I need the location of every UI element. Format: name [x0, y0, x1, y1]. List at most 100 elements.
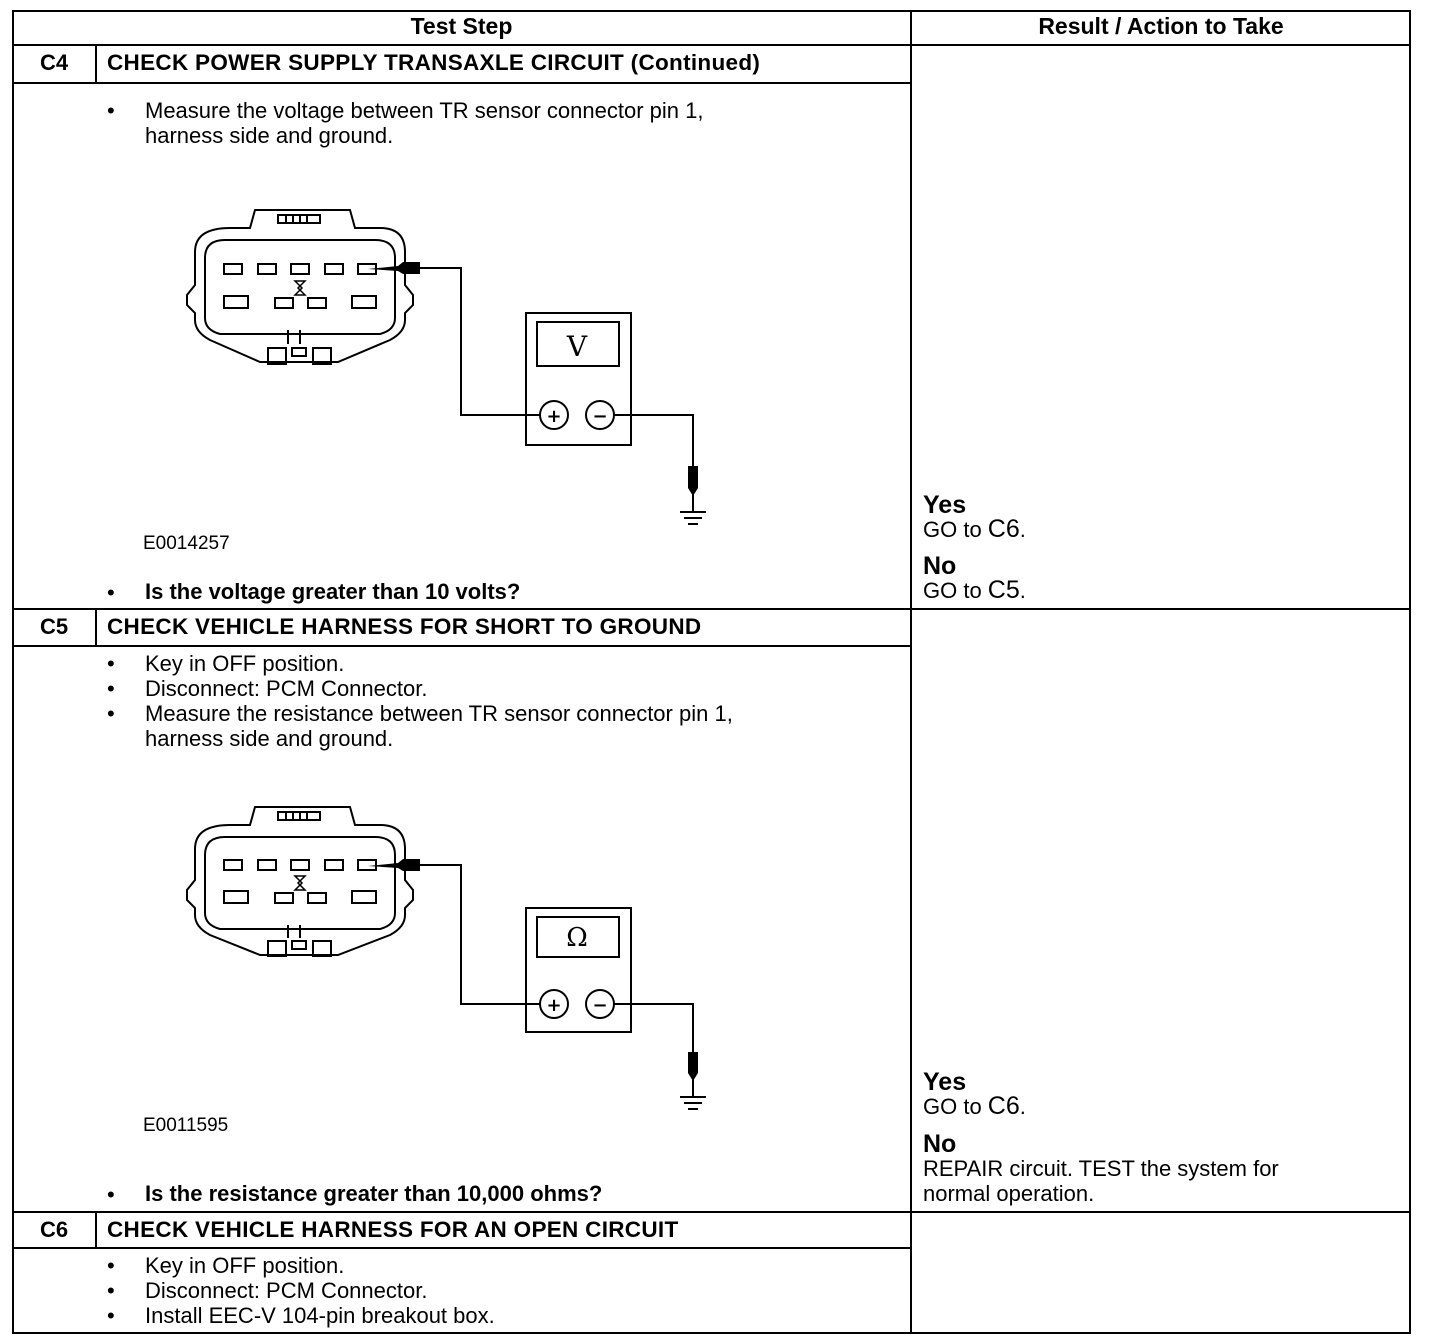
- c4-instruction-line2: harness side and ground.: [145, 123, 394, 148]
- meter-symbol: Ω: [566, 923, 588, 953]
- connector-pin: [223, 859, 243, 871]
- c5-question: Is the resistance greater than 10,000 oh…: [145, 1181, 603, 1206]
- bullet-marker: •: [107, 1182, 115, 1207]
- connector-pin: [290, 859, 310, 871]
- step-id-divider-c6: [95, 1212, 97, 1249]
- probe-tip: [368, 859, 420, 871]
- connector-pin: [257, 263, 277, 275]
- plus-sign: +: [546, 995, 561, 1016]
- bullet-marker: •: [107, 98, 115, 123]
- connector-pin: [257, 859, 277, 871]
- connector-body-outline: [186, 209, 414, 363]
- c5-instruction-3-cont: harness side and ground.: [145, 726, 394, 751]
- connector-tab: [312, 347, 332, 365]
- probe-wire-negative: [614, 414, 694, 470]
- step-id-divider-c5: [95, 609, 97, 647]
- meter-display: [536, 916, 620, 958]
- connector-pin: [290, 263, 310, 275]
- header-test-step: Test Step: [410, 13, 513, 39]
- c5-no-action-line1: REPAIR circuit. TEST the system for: [923, 1156, 1279, 1181]
- column-divider: [910, 10, 912, 1334]
- probe-wire-negative: [614, 1003, 694, 1055]
- c4-no-link[interactable]: C5: [987, 576, 1020, 604]
- meter-display: [536, 321, 620, 367]
- positive-terminal: [539, 989, 569, 1019]
- meter-body: [525, 907, 632, 1033]
- connector-pin: [324, 263, 344, 275]
- bullet-marker: •: [107, 1278, 115, 1303]
- positive-terminal: [539, 400, 569, 430]
- step-title-c4: CHECK POWER SUPPLY TRANSAXLE CIRCUIT (Co…: [107, 50, 761, 75]
- connector-pin: [351, 890, 377, 904]
- c5-yes-label: Yes: [923, 1068, 967, 1096]
- minus-sign: −: [592, 406, 607, 427]
- c6-title-divider: [12, 1247, 911, 1249]
- diagnostic-table: [12, 10, 1411, 1334]
- c4-title-divider: [12, 82, 911, 84]
- connector-pin: [223, 263, 243, 275]
- probe-wire-positive: [418, 267, 540, 416]
- connector-face-outline: [204, 239, 396, 335]
- c5-instruction-1: Key in OFF position.: [145, 651, 345, 676]
- probe-tip: [368, 262, 420, 274]
- connector-pin: [274, 892, 294, 904]
- c6-instruction-3: Install EEC-V 104-pin breakout box.: [145, 1303, 495, 1328]
- connector-key: [291, 347, 307, 357]
- step-title-c6: CHECK VEHICLE HARNESS FOR AN OPEN CIRCUI…: [107, 1217, 679, 1242]
- meter-body: [525, 312, 632, 446]
- connector-pin: [223, 890, 249, 904]
- c5-no-action-line2: normal operation.: [923, 1181, 1095, 1206]
- c5-instruction-3: Measure the resistance between TR sensor…: [145, 701, 733, 726]
- connector-face-outline: [204, 836, 396, 930]
- c5-c6-divider: [12, 1211, 1411, 1213]
- c5-yes-link[interactable]: C6: [987, 1092, 1020, 1120]
- connector-pin: [274, 297, 294, 309]
- bullet-marker: •: [107, 701, 115, 726]
- minus-sign: −: [592, 995, 607, 1016]
- c5-title-divider: [12, 645, 911, 647]
- step-id-c6: C6: [39, 1217, 69, 1242]
- c5-yes-action: GO to C6.: [923, 1092, 1026, 1120]
- step-id-c5: C5: [39, 614, 69, 639]
- c4-instruction-line1: Measure the voltage between TR sensor co…: [145, 98, 704, 123]
- step-id-divider-c4: [95, 45, 97, 83]
- bullet-marker: •: [107, 651, 115, 676]
- probe-wire-positive: [418, 864, 540, 1005]
- c5-instruction-2: Disconnect: PCM Connector.: [145, 676, 428, 701]
- c4-yes-action: GO to C6.: [923, 515, 1026, 543]
- c4-yes-label: Yes: [923, 491, 967, 519]
- step-title-c5: CHECK VEHICLE HARNESS FOR SHORT TO GROUN…: [107, 614, 702, 639]
- header-divider: [12, 44, 1411, 46]
- ground-probe-tip: [688, 466, 698, 496]
- connector-pin: [307, 297, 327, 309]
- c4-figure-id: E0014257: [143, 533, 230, 554]
- connector-pin: [223, 295, 249, 309]
- header-result-action: Result / Action to Take: [1038, 13, 1284, 39]
- connector-key: [291, 940, 307, 950]
- meter-symbol: V: [566, 330, 588, 363]
- c4-question: Is the voltage greater than 10 volts?: [145, 579, 521, 604]
- connector-tab: [312, 940, 332, 957]
- connector-tab: [267, 940, 287, 957]
- c4-yes-link[interactable]: C6: [987, 515, 1020, 543]
- step-id-c4: C4: [39, 50, 69, 75]
- connector-pin-1: [357, 859, 377, 871]
- c5-no-label: No: [923, 1130, 957, 1158]
- c5-figure-id: E0011595: [143, 1115, 229, 1136]
- connector-pin: [324, 859, 344, 871]
- c4-no-action: GO to C5.: [923, 576, 1026, 604]
- c6-instruction-2: Disconnect: PCM Connector.: [145, 1278, 428, 1303]
- connector-pin: [351, 295, 377, 309]
- bullet-marker: •: [107, 1253, 115, 1278]
- connector-pin: [307, 892, 327, 904]
- c4-no-label: No: [923, 552, 957, 580]
- c6-instruction-1: Key in OFF position.: [145, 1253, 345, 1278]
- bullet-marker: •: [107, 676, 115, 701]
- bullet-marker: •: [107, 580, 115, 605]
- ground-probe-tip: [688, 1052, 698, 1081]
- connector-body-outline: [186, 806, 414, 956]
- bullet-marker: •: [107, 1303, 115, 1328]
- connector-tab: [267, 347, 287, 365]
